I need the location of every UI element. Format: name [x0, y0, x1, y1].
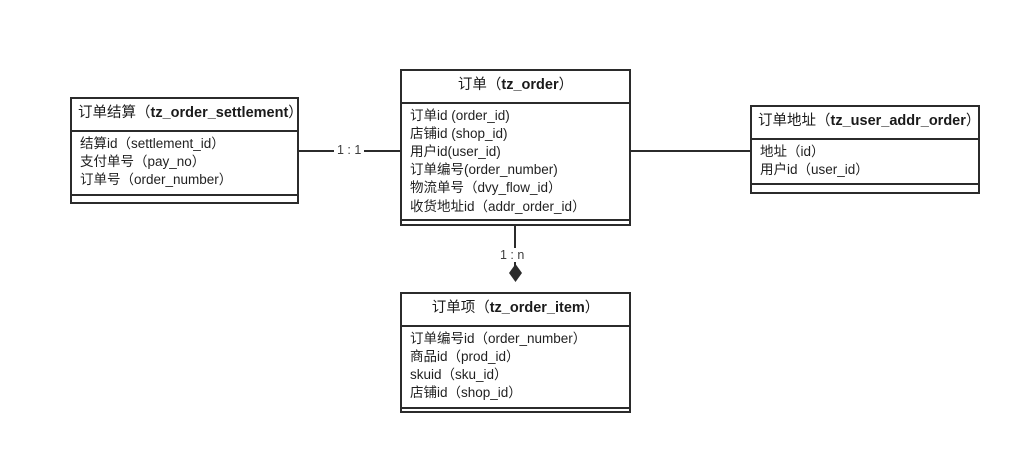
- entity-title-text-settlement: 订单结算（tz_order_settlement）: [78, 105, 303, 121]
- entity-title-text-address: 订单地址（tz_user_addr_order）: [758, 113, 981, 129]
- entity-title-tz-order-item: 订单项（tz_order_item）: [402, 294, 629, 327]
- attribute-row: 用户id(user_id): [410, 143, 501, 159]
- entity-footer-tz-user-addr-order: [752, 185, 978, 205]
- attribute-row: 订单id (order_id): [410, 107, 510, 123]
- attribute-row: 订单编号id（order_number）: [410, 330, 587, 346]
- entity-tz-order[interactable]: 订单（tz_order） 订单id (order_id) 店铺id (shop_…: [400, 69, 631, 226]
- entity-footer-tz-order-item: [402, 409, 629, 431]
- attribute-row: 用户id（user_id）: [760, 161, 869, 177]
- entity-attributes-tz-order: 订单id (order_id) 店铺id (shop_id) 用户id(user…: [402, 104, 629, 221]
- attribute-row: 支付单号（pay_no）: [80, 153, 206, 169]
- entity-title-tz-user-addr-order: 订单地址（tz_user_addr_order）: [752, 107, 981, 140]
- attribute-row: 订单编号(order_number): [410, 162, 558, 178]
- attribute-row: 店铺id (shop_id): [410, 125, 508, 141]
- entity-tz-order-item[interactable]: 订单项（tz_order_item） 订单编号id（order_number） …: [400, 292, 631, 413]
- entity-title-tz-order: 订单（tz_order）: [402, 71, 629, 104]
- filled-diamond-marker-icon: [509, 264, 522, 282]
- entity-title-text-order-item: 订单项（tz_order_item）: [431, 300, 600, 316]
- entity-tz-user-addr-order[interactable]: 订单地址（tz_user_addr_order） 地址（id） 用户id（use…: [750, 105, 980, 194]
- entity-title-text-order: 订单（tz_order）: [457, 77, 574, 93]
- attribute-row: 商品id（prod_id）: [410, 348, 520, 364]
- attribute-row: skuid（sku_id）: [410, 366, 508, 382]
- attribute-row: 物流单号（dvy_flow_id）: [410, 180, 562, 196]
- attribute-row: 地址（id）: [760, 143, 825, 159]
- entity-tz-order-settlement[interactable]: 订单结算（tz_order_settlement） 结算id（settlemen…: [70, 97, 303, 204]
- attribute-row: 结算id（settlement_id）: [80, 135, 225, 151]
- cardinality-label-settlement-order: 1 : 1: [334, 143, 365, 157]
- entity-attributes-tz-user-addr-order: 地址（id） 用户id（user_id）: [752, 140, 978, 185]
- attribute-row: 订单号（order_number）: [80, 171, 233, 187]
- connector-order-to-order-item[interactable]: [514, 226, 516, 268]
- entity-attributes-tz-order-item: 订单编号id（order_number） 商品id（prod_id） skuid…: [402, 327, 629, 409]
- entity-title-tz-order-settlement: 订单结算（tz_order_settlement）: [72, 99, 303, 132]
- connector-order-to-address[interactable]: [631, 150, 750, 152]
- entity-attributes-tz-order-settlement: 结算id（settlement_id） 支付单号（pay_no） 订单号（ord…: [72, 132, 297, 196]
- entity-footer-tz-order-settlement: [72, 196, 297, 217]
- cardinality-label-order-order-item: 1 : n: [497, 248, 528, 262]
- attribute-row: 收货地址id（addr_order_id）: [410, 198, 586, 214]
- attribute-row: 店铺id（shop_id）: [410, 385, 522, 401]
- entity-footer-tz-order: [402, 221, 629, 245]
